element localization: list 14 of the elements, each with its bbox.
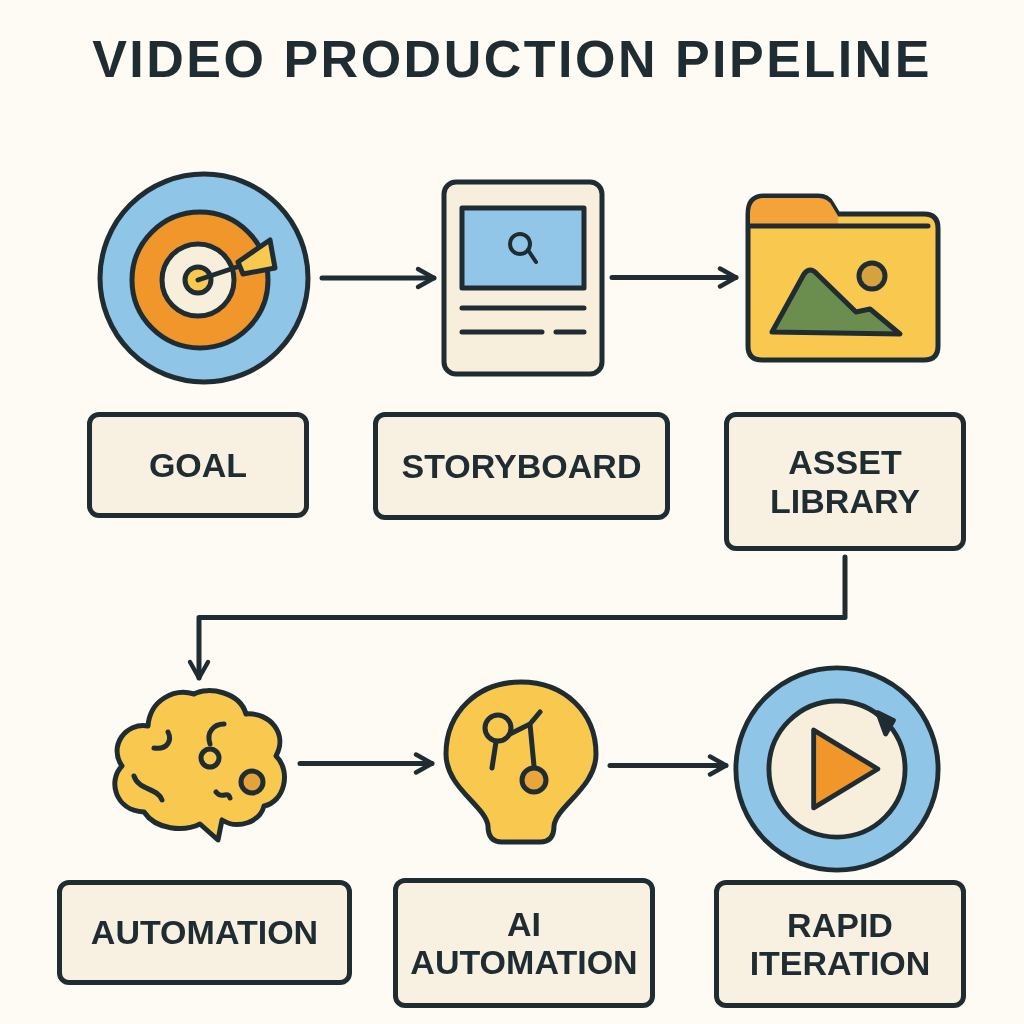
arrow <box>607 754 729 777</box>
process-box: AI AUTOMATION <box>393 878 655 1008</box>
process-box: STORYBOARD <box>373 412 670 520</box>
process-box: RAPID ITERATION <box>714 880 966 1008</box>
process-box: AUTOMATION <box>57 880 352 985</box>
process-box: ASSET LIBRARY <box>724 412 966 551</box>
arrow <box>297 752 435 775</box>
title: VIDEO PRODUCTION PIPELINE <box>92 30 932 90</box>
arrow <box>319 266 437 290</box>
process-box: GOAL <box>87 412 309 518</box>
play-icon <box>732 664 942 874</box>
arrow <box>187 554 848 681</box>
arrow <box>609 266 739 289</box>
document-icon <box>440 178 606 378</box>
